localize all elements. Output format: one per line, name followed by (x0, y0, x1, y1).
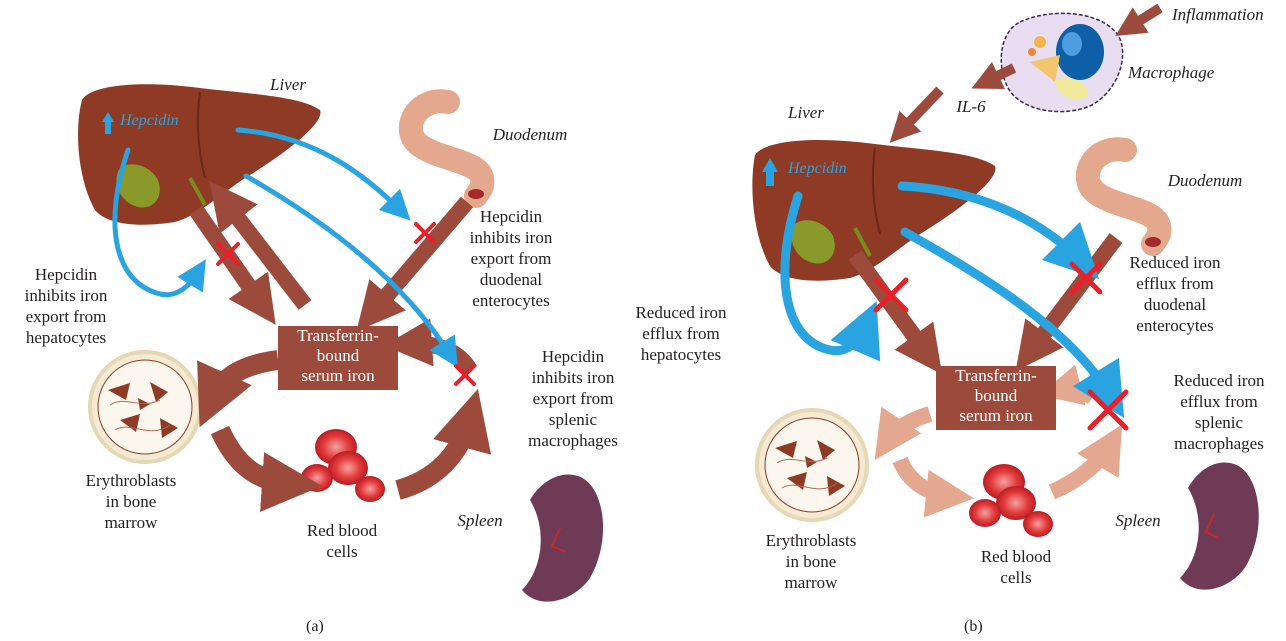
rbc-to-spleen-arrow (1052, 445, 1110, 492)
serum-to-marrow-arrow (888, 414, 930, 440)
erythroblasts-label: Erythroblasts in bone marrow (66, 470, 196, 533)
hepatocyte-export-arrow (855, 255, 928, 355)
duodenum-label: Duodenum (485, 124, 575, 145)
spleen-label: Spleen (1106, 510, 1170, 531)
duodenum-label: Duodenum (1160, 170, 1250, 191)
bone-marrow-icon (757, 410, 867, 520)
rbc-label: Red blood cells (966, 546, 1066, 588)
red-blood-cells-icon (301, 429, 385, 502)
red-blood-cells-icon (969, 464, 1053, 537)
caption-a: (a) (306, 618, 324, 636)
liver-label: Liver (258, 74, 318, 95)
il6-label: IL-6 (946, 96, 996, 117)
hepcidin-label: Hepcidin (788, 160, 847, 178)
serum-to-marrow-arrow (212, 360, 278, 400)
hepcidin-label: Hepcidin (120, 112, 179, 130)
transferrin-box: Transferrin- bound serum iron (278, 326, 398, 390)
hepatocytes-label: Hepcidin inhibits iron export from hepat… (10, 264, 122, 348)
duodenal-label: Reduced iron efflux from duodenal entero… (1110, 252, 1240, 336)
inflammation-label: Inflammation (1172, 4, 1282, 25)
marrow-to-rbc-arrow (900, 460, 950, 496)
splenic-label: Reduced iron efflux from splenic macroph… (1154, 370, 1284, 454)
il6-to-liver-arrow (900, 90, 940, 132)
caption-b: (b) (964, 618, 983, 636)
liver-label: Liver (776, 102, 836, 123)
rbc-to-spleen-arrow (398, 418, 470, 490)
spleen-icon (522, 474, 603, 601)
erythroblasts-label: Erythroblasts in bone marrow (746, 530, 876, 593)
duodenum-icon (1088, 149, 1161, 247)
macrophage-icon (1001, 13, 1122, 111)
spleen-to-serum-arrow (1060, 389, 1092, 398)
spleen-label: Spleen (448, 510, 512, 531)
spleen-to-serum-arrow (408, 344, 470, 370)
duodenal-label: Hepcidin inhibits iron export from duode… (446, 206, 576, 311)
spleen-icon (1180, 462, 1259, 589)
macrophage-label: Macrophage (1128, 62, 1238, 83)
duodenum-icon (411, 101, 484, 199)
hepatocyte-import-arrow (224, 200, 305, 305)
inflammation-arrow (1128, 8, 1160, 28)
marrow-to-rbc-arrow (220, 430, 292, 484)
bone-marrow-icon (90, 352, 200, 462)
hepatocytes-label: Reduced iron efflux from hepatocytes (616, 302, 746, 365)
rbc-label: Red blood cells (292, 520, 392, 562)
transferrin-box: Transferrin- bound serum iron (936, 366, 1056, 430)
